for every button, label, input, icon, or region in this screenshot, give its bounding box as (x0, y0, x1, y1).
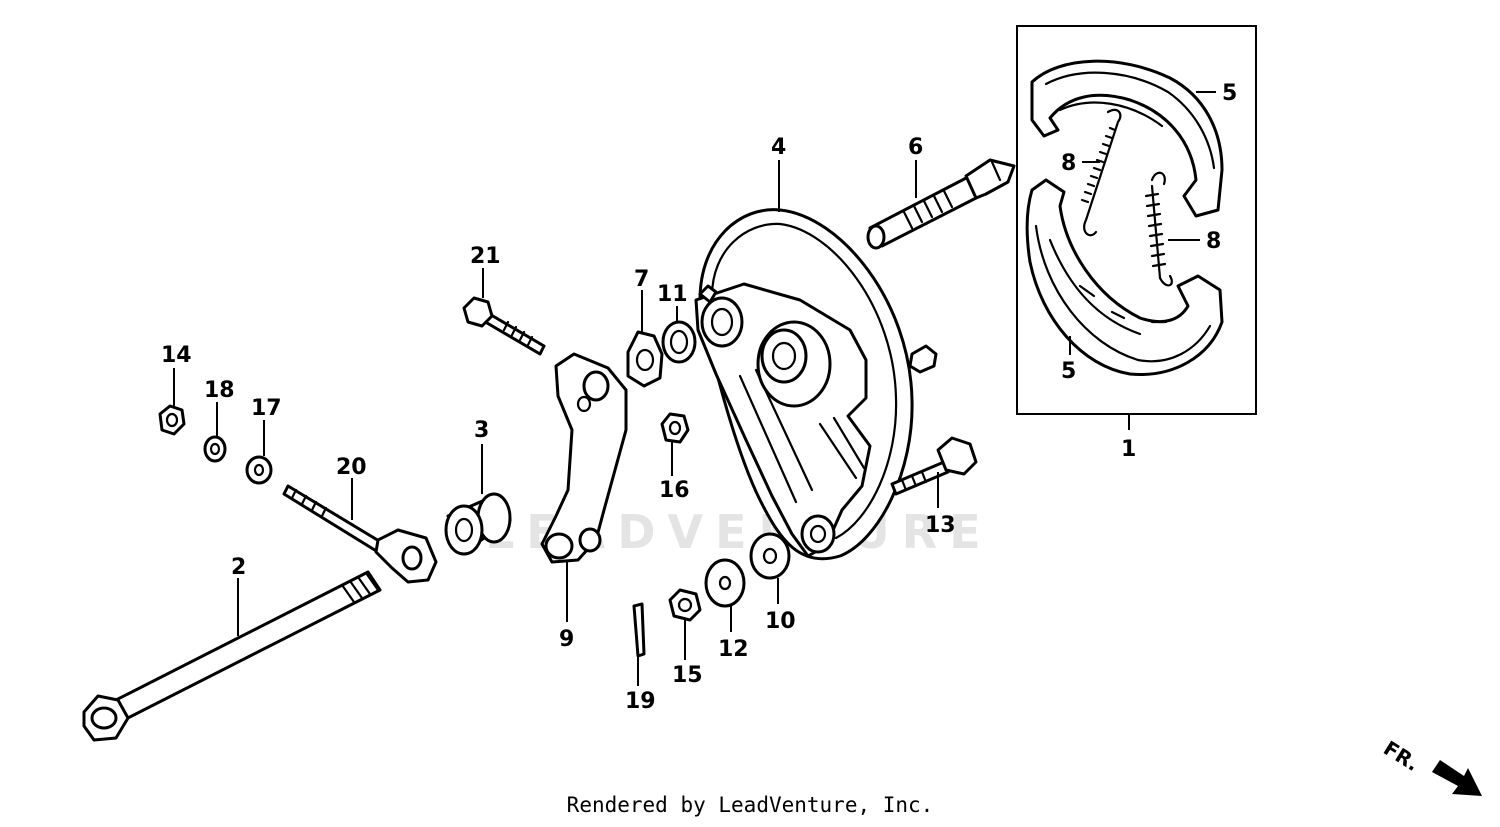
front-direction-label: FR. (1379, 736, 1423, 776)
part-3-collar[interactable] (444, 492, 512, 556)
callout-15[interactable]: 15 (672, 663, 703, 688)
part-21-bolt[interactable] (462, 296, 546, 356)
callout-8-left[interactable]: 8 (1061, 151, 1076, 176)
callout-19[interactable]: 19 (625, 689, 656, 714)
callout-2[interactable]: 2 (231, 555, 246, 580)
front-direction-indicator: FR. (1379, 736, 1482, 796)
part-8-spring-left[interactable] (1080, 108, 1122, 237)
callout-11[interactable]: 11 (657, 282, 688, 307)
part-20-brake-rod[interactable] (282, 484, 438, 584)
callout-labels: 1 2 3 4 5 5 6 7 8 8 9 10 11 12 13 14 15 … (161, 81, 1237, 714)
callout-16[interactable]: 16 (659, 478, 690, 503)
part-4-brake-panel[interactable] (694, 208, 938, 561)
callout-14[interactable]: 14 (161, 343, 192, 368)
callout-5-upper[interactable]: 5 (1222, 81, 1237, 106)
part-8-spring-right[interactable] (1144, 171, 1173, 287)
callout-6[interactable]: 6 (908, 135, 923, 160)
callout-13[interactable]: 13 (925, 513, 956, 538)
callout-12[interactable]: 12 (718, 637, 749, 662)
part-9-brake-arm[interactable] (540, 352, 628, 564)
callout-1[interactable]: 1 (1121, 437, 1136, 462)
callout-5-lower[interactable]: 5 (1061, 359, 1076, 384)
part-6-brake-cam[interactable] (866, 158, 1016, 250)
part-10-washer[interactable] (749, 532, 791, 580)
callout-17[interactable]: 17 (251, 396, 282, 421)
callout-20[interactable]: 20 (336, 455, 367, 480)
part-13-bolt[interactable] (890, 436, 978, 496)
part-17-washer[interactable] (245, 455, 273, 485)
callout-4[interactable]: 4 (771, 135, 786, 160)
part-5-lower-brake-shoe[interactable] (1025, 178, 1224, 376)
callout-21[interactable]: 21 (470, 244, 501, 269)
part-7-wear-indicator[interactable] (626, 330, 664, 388)
part-19-cotter-pin[interactable] (632, 602, 646, 658)
part-18-lock-washer[interactable] (203, 435, 227, 463)
callout-7[interactable]: 7 (634, 267, 649, 292)
footer-credit: Rendered by LeadVenture, Inc. (566, 793, 934, 817)
callout-10[interactable]: 10 (765, 609, 796, 634)
part-16-nut[interactable] (660, 412, 690, 444)
callout-8-right[interactable]: 8 (1206, 229, 1221, 254)
part-11-seal[interactable] (661, 320, 697, 364)
part-2-axle-bolt[interactable] (82, 570, 382, 742)
part-15-nut[interactable] (668, 588, 702, 622)
front-arrow-icon (1432, 760, 1482, 796)
part-1-group-box (1016, 25, 1257, 415)
part-14-nut[interactable] (158, 404, 186, 436)
part-12-washer[interactable] (704, 558, 746, 608)
part-5-upper-brake-shoe[interactable] (1030, 59, 1224, 218)
callout-3[interactable]: 3 (474, 418, 489, 443)
leader-lines (173, 91, 1216, 686)
callout-18[interactable]: 18 (204, 378, 235, 403)
callout-9[interactable]: 9 (559, 627, 574, 652)
